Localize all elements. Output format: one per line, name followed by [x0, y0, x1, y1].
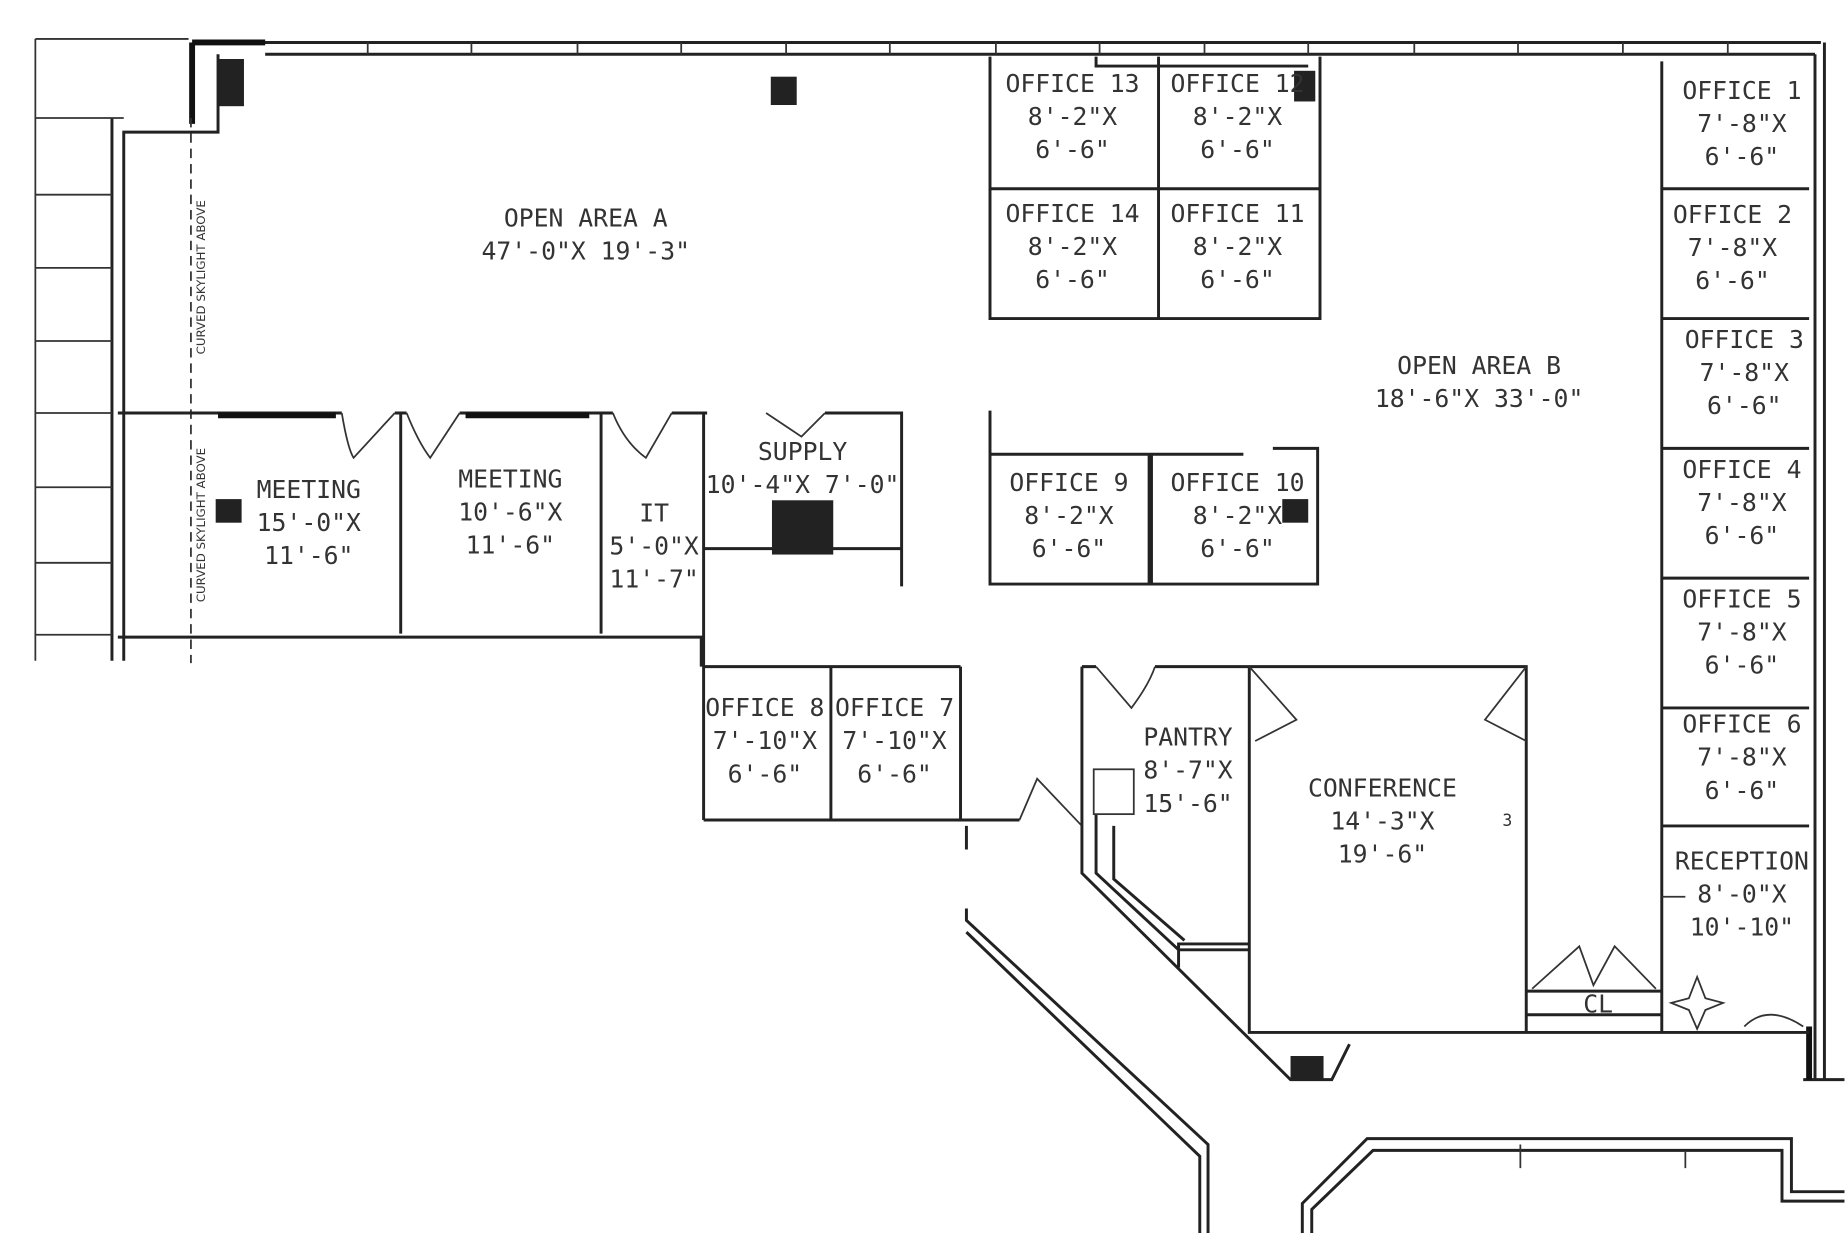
meeting-1-dims: 11'-6" [264, 541, 353, 570]
supply-dims: 10'-4"X 7'-0" [706, 470, 900, 499]
office-2-label: OFFICE 2 [1673, 200, 1792, 229]
it-dims: 5'-0"X [609, 532, 698, 561]
meeting-1-label: MEETING [257, 475, 361, 504]
office-9-label: OFFICE 9 [1009, 468, 1128, 497]
pantry-dims: 15'-6" [1143, 789, 1232, 818]
open-area-a-label: OPEN AREA A [504, 204, 668, 233]
office-8-dims: 7'-10"X [713, 726, 817, 755]
skylight-note: CURVED SKYLIGHT ABOVE [194, 200, 208, 354]
conference-dims: 14'-3"X [1330, 806, 1434, 835]
office-10-dims: 8'-2"X [1193, 501, 1282, 530]
office-5-dims: 6'-6" [1705, 651, 1779, 680]
office-2-dims: 7'-8"X [1688, 233, 1777, 262]
office-14-label: OFFICE 14 [1005, 199, 1139, 228]
office-4-dims: 6'-6" [1705, 521, 1779, 550]
skylight-note: CURVED SKYLIGHT ABOVE [194, 448, 208, 602]
office-7-label: OFFICE 7 [835, 693, 954, 722]
meeting-2-dims: 10'-6"X [458, 497, 562, 526]
office-3-dims: 7'-8"X [1700, 358, 1789, 387]
closet-label: CL [1583, 989, 1613, 1018]
meeting-2-label: MEETING [458, 464, 562, 493]
office-14-dims: 6'-6" [1035, 265, 1109, 294]
office-10-label: OFFICE 10 [1170, 468, 1304, 497]
office-12-dims: 8'-2"X [1193, 102, 1282, 131]
room-labels: OPEN AREA A 47'-0"X 19'-3" OPEN AREA B 1… [481, 204, 1583, 414]
office-13-label: OFFICE 13 [1005, 69, 1139, 98]
office-11-dims: 6'-6" [1200, 265, 1274, 294]
it-label: IT [639, 499, 669, 528]
conference-marker: 3 [1502, 811, 1512, 830]
office-1-dims: 6'-6" [1705, 142, 1779, 171]
office-9-dims: 8'-2"X [1024, 501, 1113, 530]
office-13-dims: 8'-2"X [1028, 102, 1117, 131]
office-5-label: OFFICE 5 [1682, 585, 1801, 614]
office-13-dims: 6'-6" [1035, 135, 1109, 164]
office-5-dims: 7'-8"X [1697, 618, 1786, 647]
office-12-dims: 6'-6" [1200, 135, 1274, 164]
reception-dims: 8'-0"X [1697, 880, 1786, 909]
office-10-dims: 6'-6" [1200, 534, 1274, 563]
office-4-label: OFFICE 4 [1682, 455, 1801, 484]
office-1-label: OFFICE 1 [1682, 76, 1801, 105]
meeting-2-dims: 11'-6" [466, 530, 555, 559]
office-14-dims: 8'-2"X [1028, 232, 1117, 261]
office-1-dims: 7'-8"X [1697, 109, 1786, 138]
pantry-label: PANTRY [1143, 723, 1232, 752]
office-3-dims: 6'-6" [1707, 391, 1781, 420]
pantry-dims: 8'-7"X [1143, 756, 1232, 785]
conference-label: CONFERENCE [1308, 773, 1457, 802]
walls [34, 38, 1845, 1233]
office-7-dims: 7'-10"X [842, 726, 946, 755]
office-6-label: OFFICE 6 [1682, 710, 1801, 739]
conference-dims: 19'-6" [1338, 839, 1427, 868]
open-area-a-dims: 47'-0"X 19'-3" [481, 237, 690, 266]
office-12-label: OFFICE 12 [1170, 69, 1304, 98]
office-6-dims: 7'-8"X [1697, 743, 1786, 772]
meeting-1-dims: 15'-0"X [257, 508, 361, 537]
north-arrow-icon [1668, 974, 1726, 1032]
office-8-label: OFFICE 8 [705, 693, 824, 722]
office-11-label: OFFICE 11 [1170, 199, 1304, 228]
office-3-label: OFFICE 3 [1685, 325, 1804, 354]
office-9-dims: 6'-6" [1032, 534, 1106, 563]
open-area-b-label: OPEN AREA B [1397, 351, 1561, 380]
supply-label: SUPPLY [758, 437, 847, 466]
open-area-b-dims: 18'-6"X 33'-0" [1375, 384, 1584, 413]
office-4-dims: 7'-8"X [1697, 488, 1786, 517]
office-11-dims: 8'-2"X [1193, 232, 1282, 261]
reception-label: RECEPTION [1675, 847, 1809, 876]
office-8-dims: 6'-6" [728, 759, 802, 788]
office-2-dims: 6'-6" [1695, 266, 1769, 295]
it-dims: 11'-7" [609, 565, 698, 594]
reception-dims: 10'-10" [1690, 913, 1794, 942]
office-6-dims: 6'-6" [1705, 776, 1779, 805]
room-labels-multiline: OFFICE 138'-2"X6'-6"OFFICE 128'-2"X6'-6"… [257, 69, 1809, 1018]
office-7-dims: 6'-6" [857, 759, 931, 788]
